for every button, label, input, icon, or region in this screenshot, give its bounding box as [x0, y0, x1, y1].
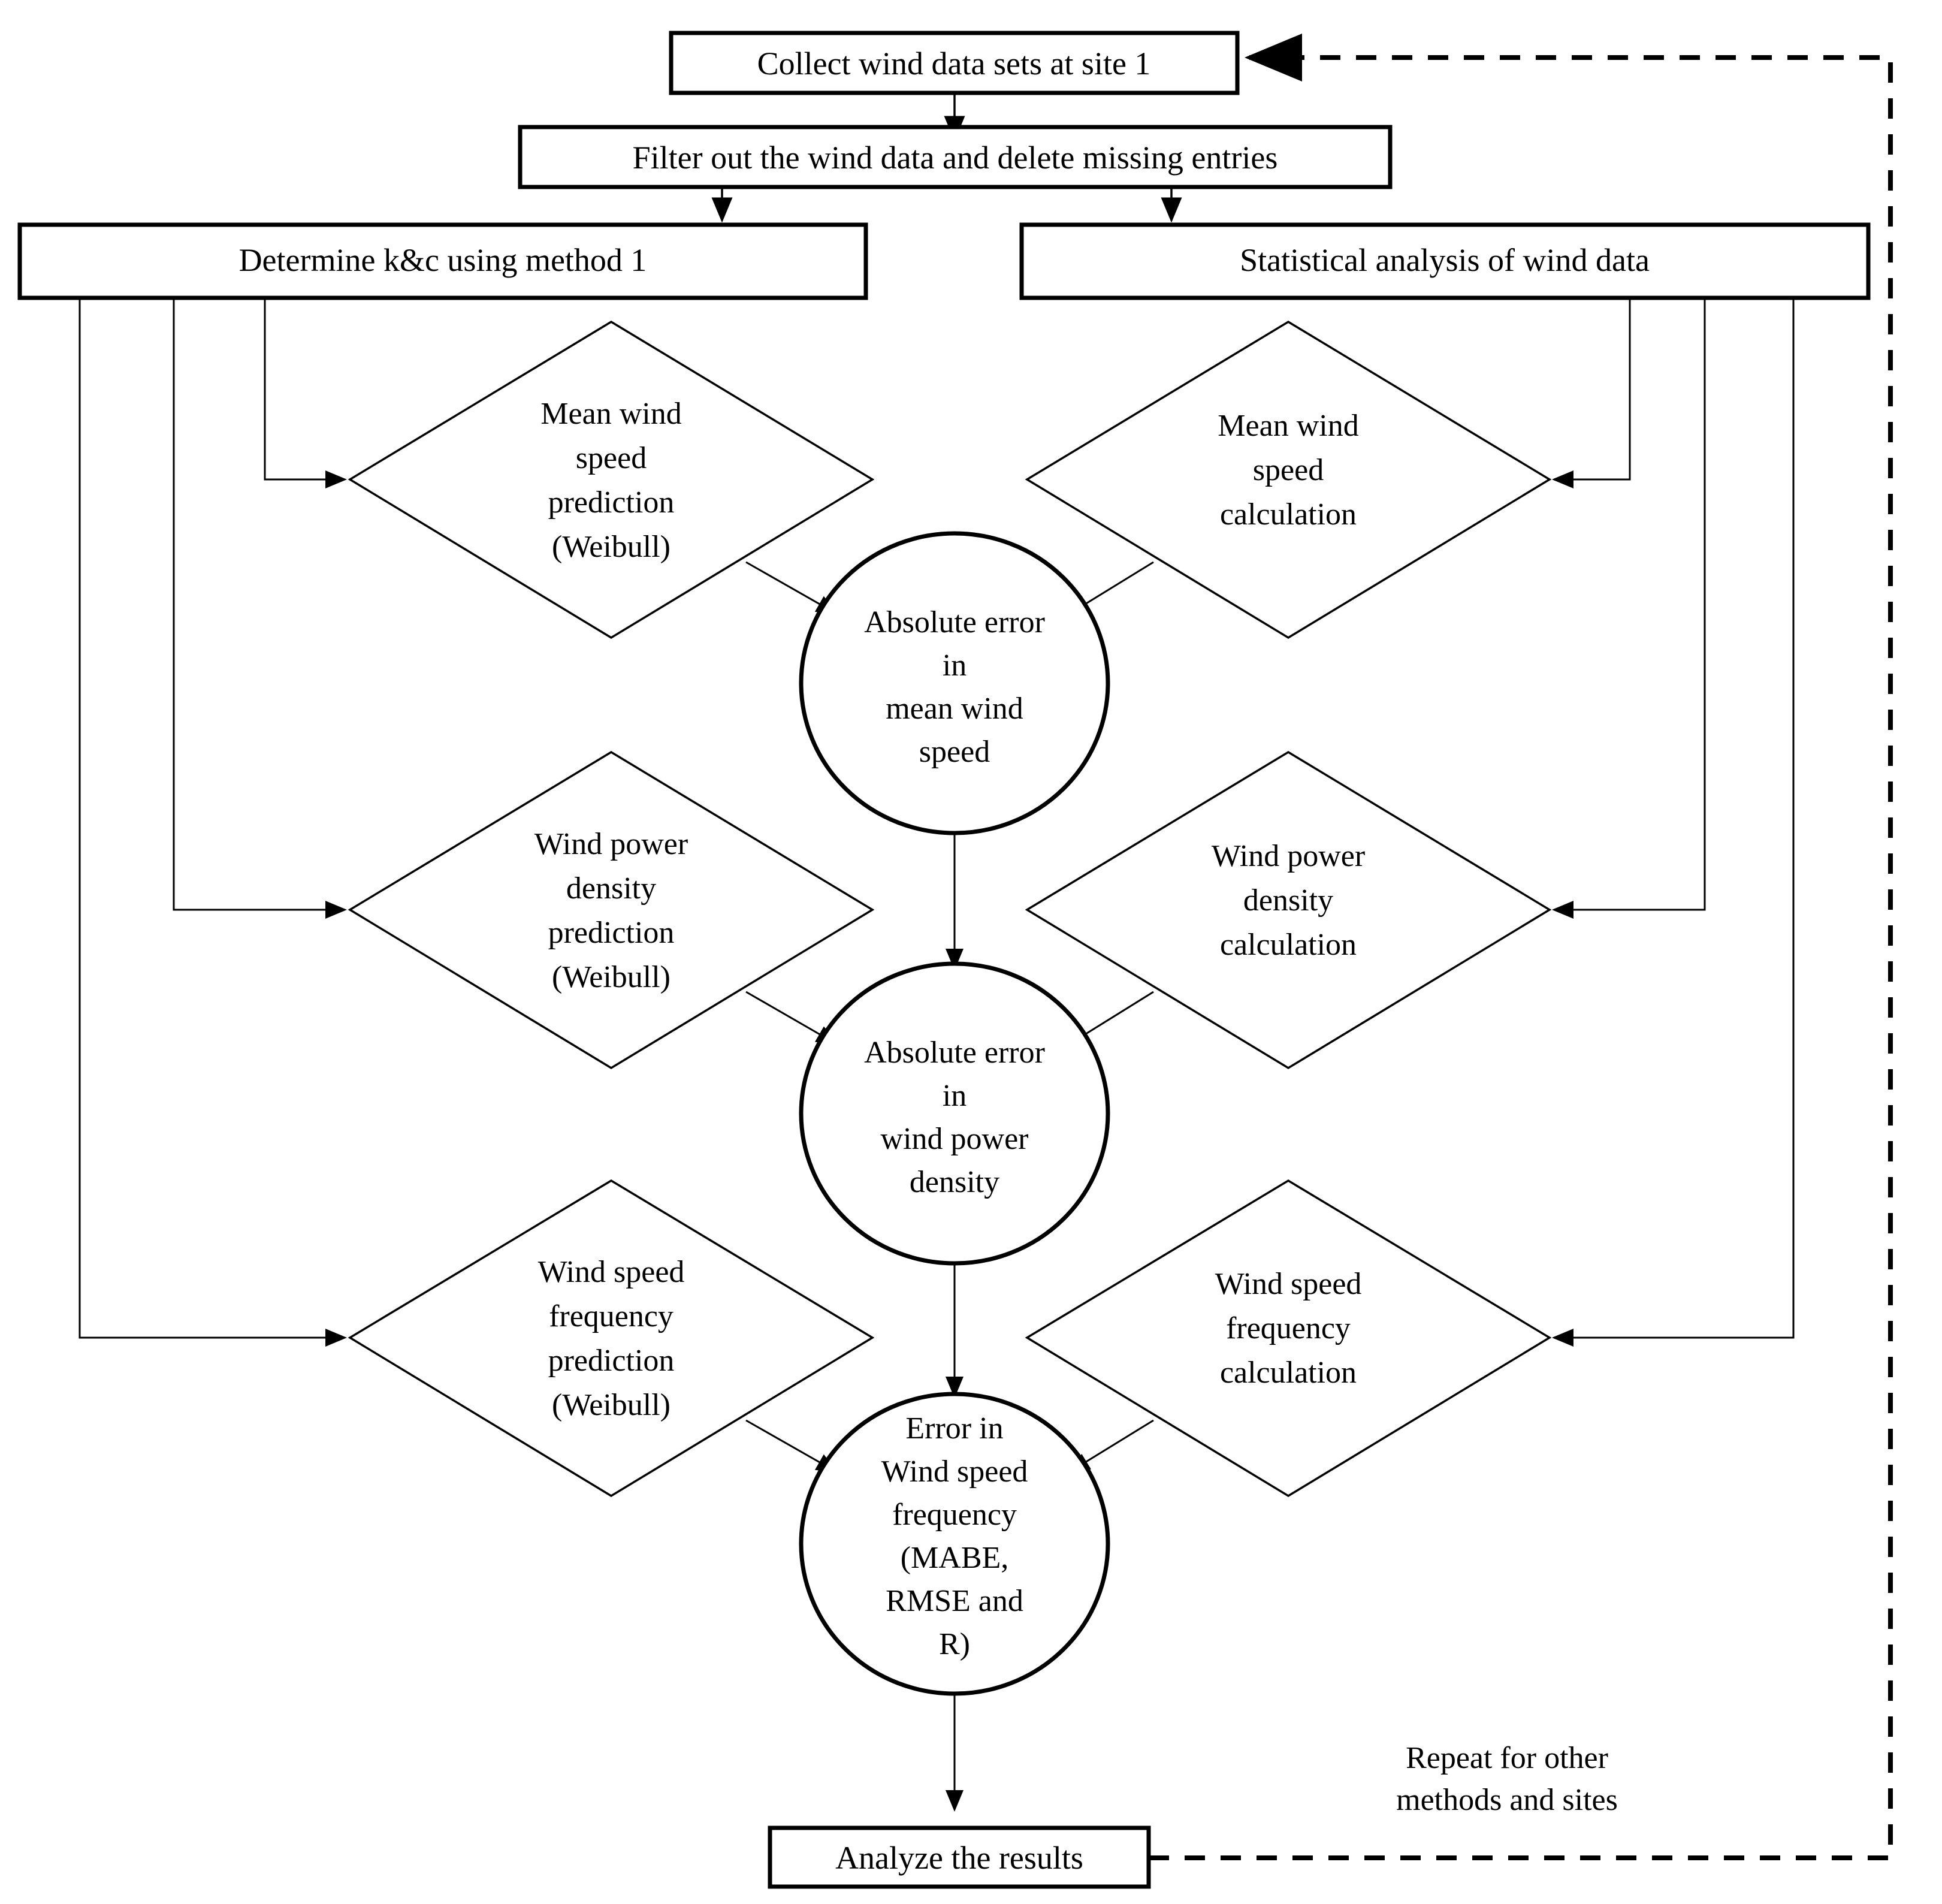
node-err-wsf-line-1: Wind speed	[881, 1455, 1028, 1489]
edge-statistical-to-wpd-calc	[1552, 298, 1706, 919]
node-filter-label: Filter out the wind data and delete miss…	[633, 140, 1278, 176]
node-err-wsf-line-3: (MABE,	[901, 1541, 1009, 1575]
edge-wsf-pred-to-err-wsf	[745, 1419, 838, 1473]
node-err-wsf-line-2: frequency	[892, 1498, 1017, 1532]
node-err-mws-line-0: Absolute error	[864, 605, 1045, 639]
node-wpd-pred-line-0: Wind power	[534, 827, 688, 861]
node-wpd-pred-line-2: prediction	[548, 916, 675, 950]
node-collect-label: Collect wind data sets at site 1	[757, 46, 1151, 82]
node-analyze-results[interactable]: Analyze the results	[768, 1825, 1151, 1889]
node-err-wpd-line-0: Absolute error	[864, 1036, 1045, 1070]
node-wind-power-density-calculation[interactable]: Wind power density calculation	[1025, 750, 1552, 1070]
edge-determine-to-wpd-pred	[173, 298, 347, 919]
node-err-mws-line-3: speed	[919, 735, 990, 769]
node-wpd-pred-line-1: density	[566, 871, 656, 906]
node-collect-wind-data[interactable]: Collect wind data sets at site 1	[669, 31, 1240, 95]
node-mws-calc-line-1: speed	[1253, 453, 1324, 487]
node-wpd-pred-line-3: (Weibull)	[552, 960, 671, 994]
edge-determine-to-wsf-pred	[78, 298, 347, 1347]
node-err-wpd-line-3: density	[910, 1165, 999, 1199]
node-wsf-pred-line-3: (Weibull)	[552, 1388, 671, 1422]
node-analyze-label: Analyze the results	[835, 1840, 1083, 1876]
edge-statistical-to-wsf-calc	[1552, 298, 1795, 1347]
node-wsf-calc-line-2: calculation	[1220, 1356, 1357, 1390]
node-mws-calc-line-0: Mean wind	[1218, 409, 1358, 443]
node-mean-wind-speed-calculation[interactable]: Mean wind speed calculation	[1025, 320, 1552, 639]
node-absolute-error-mean-wind-speed[interactable]: Absolute error in mean wind speed	[799, 531, 1110, 835]
node-mws-pred-line-2: prediction	[548, 485, 675, 520]
node-wsf-pred-line-2: prediction	[548, 1344, 675, 1378]
node-wsf-calc-line-1: frequency	[1226, 1311, 1351, 1345]
annotation-feedback-note: Repeat for other methods and sites	[1396, 1741, 1618, 1817]
node-wind-power-density-prediction[interactable]: Wind power density prediction (Weibull)	[348, 750, 875, 1070]
feedback-note-line-1: methods and sites	[1396, 1783, 1618, 1817]
node-determine-kc-label: Determine k&c using method 1	[239, 242, 647, 278]
node-statistical-analysis[interactable]: Statistical analysis of wind data	[1019, 222, 1871, 300]
node-filter-wind-data[interactable]: Filter out the wind data and delete miss…	[518, 125, 1393, 189]
node-wpd-calc-line-0: Wind power	[1212, 839, 1365, 873]
node-err-wpd-line-1: in	[943, 1079, 967, 1113]
node-mws-calc-line-2: calculation	[1220, 497, 1357, 532]
node-error-wind-speed-frequency[interactable]: Error in Wind speed frequency (MABE, RMS…	[799, 1392, 1110, 1696]
edge-determine-to-mws-pred	[264, 298, 347, 488]
node-absolute-error-wind-power-density[interactable]: Absolute error in wind power density	[799, 961, 1110, 1266]
node-wind-speed-frequency-prediction[interactable]: Wind speed frequency prediction (Weibull…	[348, 1179, 875, 1498]
node-wpd-calc-line-1: density	[1243, 883, 1333, 918]
node-err-wsf-line-0: Error in	[905, 1411, 1003, 1446]
node-err-wsf-line-4: RMSE and	[886, 1584, 1023, 1618]
node-wsf-pred-line-1: frequency	[549, 1299, 673, 1333]
node-err-mws-line-2: mean wind	[886, 692, 1023, 726]
node-err-wsf-line-5: R)	[939, 1627, 970, 1661]
node-mws-pred-line-0: Mean wind	[540, 397, 681, 431]
node-mws-pred-line-3: (Weibull)	[552, 530, 671, 564]
node-wsf-calc-line-0: Wind speed	[1215, 1267, 1362, 1301]
node-wind-speed-frequency-calculation[interactable]: Wind speed frequency calculation	[1025, 1179, 1552, 1498]
node-mws-pred-line-1: speed	[576, 441, 647, 475]
node-err-mws-line-1: in	[943, 648, 967, 683]
node-err-wpd-line-2: wind power	[881, 1122, 1029, 1156]
node-statistical-label: Statistical analysis of wind data	[1240, 242, 1650, 278]
node-wpd-calc-line-2: calculation	[1220, 928, 1357, 962]
node-determine-kc[interactable]: Determine k&c using method 1	[17, 222, 868, 300]
node-mean-wind-speed-prediction[interactable]: Mean wind speed prediction (Weibull)	[348, 320, 875, 639]
node-wsf-pred-line-0: Wind speed	[538, 1255, 685, 1289]
feedback-note-line-0: Repeat for other	[1406, 1741, 1608, 1775]
edge-analyze-feedback-loop	[1149, 34, 1893, 1860]
edge-statistical-to-mws-calc	[1552, 298, 1631, 488]
